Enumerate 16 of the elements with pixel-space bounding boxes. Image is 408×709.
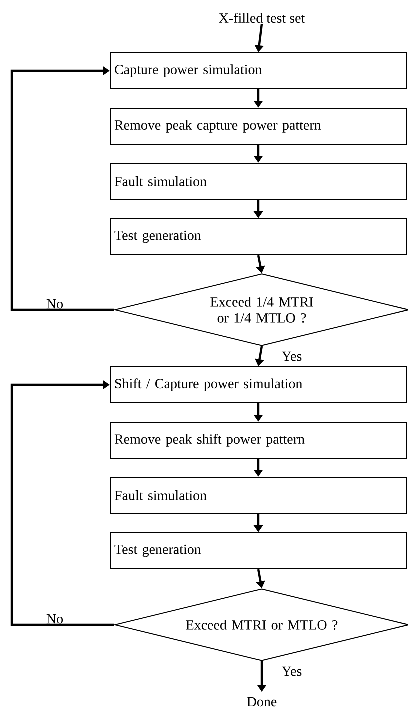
edge-label: No	[46, 614, 64, 624]
process-box: Fault simulation	[110, 477, 407, 514]
process-box: Shift / Capture power simulation	[110, 366, 407, 404]
terminal-label: Done	[247, 697, 277, 707]
process-box: Capture power simulation	[110, 52, 407, 90]
process-box: Remove peak capture power pattern	[110, 108, 407, 145]
process-box: Test generation	[110, 532, 407, 570]
arrow	[10, 66, 114, 312]
terminal-label: X-filled test set	[219, 13, 306, 23]
process-box: Fault simulation	[110, 163, 407, 200]
process-box: Test generation	[110, 218, 407, 256]
edge-label: No	[46, 299, 64, 309]
arrow	[10, 380, 114, 626]
edge-label: Yes	[282, 666, 302, 676]
edge-label: Yes	[282, 352, 302, 362]
process-box: Remove peak shift power pattern	[110, 422, 407, 459]
